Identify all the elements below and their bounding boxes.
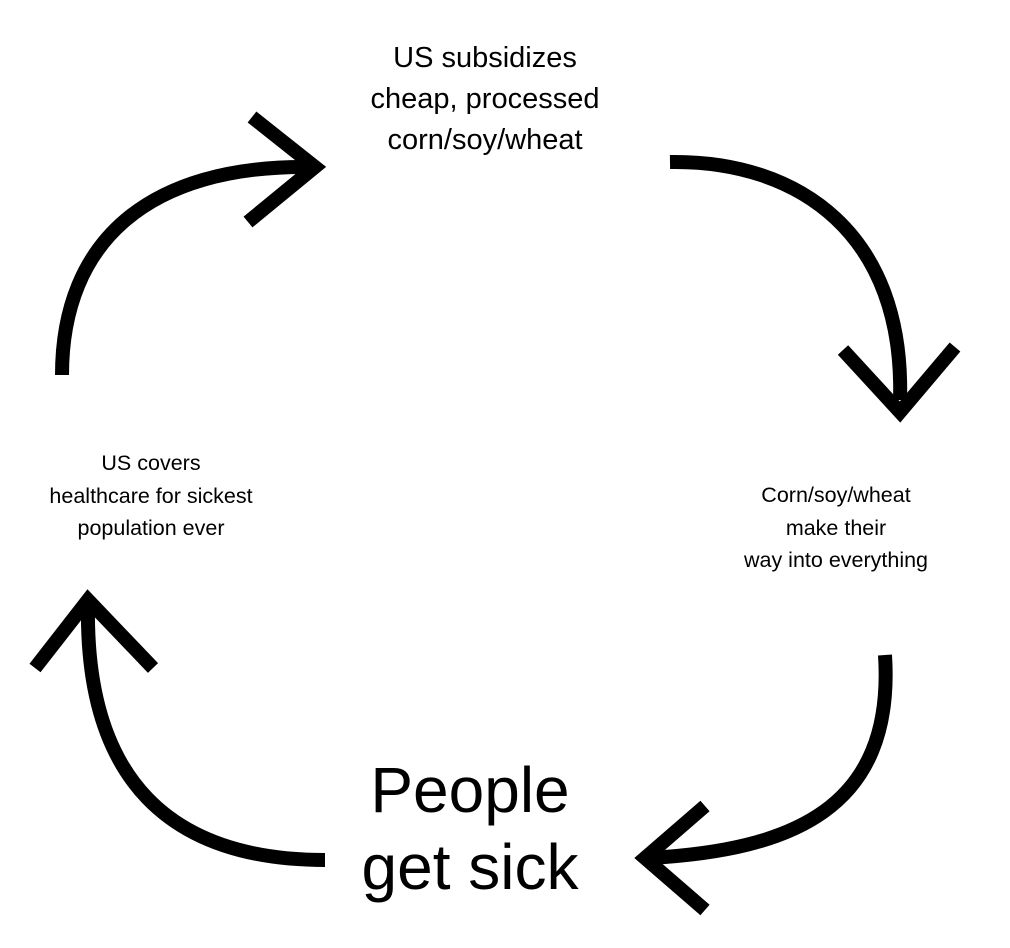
arrow-subsidies-to-everything-head bbox=[837, 342, 961, 423]
arrow-everything-to-sick-head bbox=[634, 800, 710, 916]
arrow-subsidies-to-everything-shaft bbox=[669, 154, 908, 401]
node-healthcare-label: US covers healthcare for sickest populat… bbox=[49, 451, 253, 540]
arrow-sick-to-healthcare-head bbox=[29, 589, 159, 673]
arrow-healthcare-to-subsidies-head bbox=[243, 111, 327, 228]
arrow-everything-to-sick-shaft bbox=[649, 654, 893, 865]
arrow-healthcare-to-subsidies bbox=[55, 111, 327, 376]
node-everything-label: Corn/soy/wheat make their way into every… bbox=[743, 483, 929, 572]
arrow-everything-to-sick bbox=[634, 654, 893, 916]
node-sick-label: People get sick bbox=[361, 754, 579, 903]
arrow-sick-to-healthcare-shaft bbox=[80, 604, 326, 867]
arrow-healthcare-to-subsidies-shaft bbox=[55, 159, 311, 376]
arrow-subsidies-to-everything bbox=[669, 154, 961, 423]
arrow-sick-to-healthcare bbox=[29, 589, 326, 867]
node-subsidies-label: US subsidizes cheap, processed corn/soy/… bbox=[370, 42, 600, 156]
